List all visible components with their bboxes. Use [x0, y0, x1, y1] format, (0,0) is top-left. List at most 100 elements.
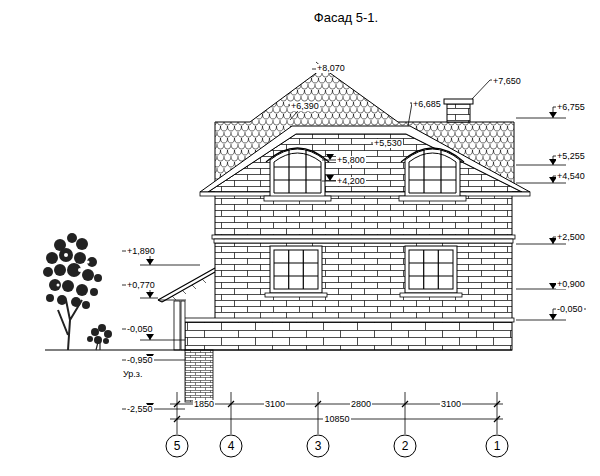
axis-marker: 1 — [485, 434, 509, 458]
chimney — [444, 99, 473, 122]
tree — [87, 257, 97, 267]
axis-number: 3 — [315, 440, 322, 452]
axis-marker: 5 — [165, 434, 189, 458]
level-value: +6,685 — [412, 100, 442, 109]
eave — [200, 192, 530, 196]
level-value: +5,255 — [556, 152, 586, 161]
plinth-band — [183, 318, 514, 322]
label-wrap: +0,900 — [556, 273, 586, 291]
tree — [67, 263, 81, 277]
tree — [49, 279, 61, 291]
window — [400, 246, 462, 297]
belt-course — [212, 235, 515, 243]
level-value: +6,390 — [290, 102, 320, 111]
porch — [158, 268, 215, 350]
label-wrap: +5,530 — [373, 132, 403, 150]
level-triangle — [326, 154, 334, 181]
level-mark — [516, 107, 586, 320]
level-triangle — [549, 314, 557, 320]
belt-course — [214, 239, 513, 243]
tree — [74, 252, 86, 264]
level-value: +5,800 — [336, 156, 366, 165]
tree — [58, 300, 82, 350]
level-mark — [122, 251, 200, 409]
porch — [172, 279, 206, 300]
tree — [57, 284, 60, 287]
label-wrap: 3100 — [440, 393, 462, 411]
level-triangle — [146, 259, 154, 265]
label-wrap: -2,550 — [126, 398, 154, 416]
tree — [78, 268, 82, 272]
level-value: +2,500 — [556, 233, 586, 242]
level-triangle — [326, 154, 334, 160]
level-value: -0,950 — [126, 356, 154, 365]
label-wrap: +4,540 — [556, 165, 586, 183]
label-wrap: +5,800 — [336, 149, 366, 167]
level-value: -0,050 — [556, 305, 584, 314]
label-wrap: +1,890 — [126, 240, 156, 258]
basement-stair — [185, 350, 213, 402]
axis-marker: 2 — [393, 434, 417, 458]
dimension-value: 2800 — [350, 400, 372, 409]
tree — [71, 297, 81, 307]
tree — [57, 295, 67, 305]
label-wrap: Ур.з. — [122, 363, 143, 381]
label-wrap: +6,685 — [412, 93, 442, 111]
level-value: +4,200 — [336, 177, 366, 186]
title-wrap: Фасад 5-1. — [314, 8, 378, 26]
level-triangle — [326, 175, 334, 181]
tree — [62, 280, 74, 292]
tree — [46, 294, 54, 302]
level-value: +5,530 — [373, 139, 403, 148]
axis-circle — [394, 435, 416, 457]
tree — [46, 252, 58, 264]
tree — [87, 261, 90, 264]
axis-number: 5 — [174, 440, 181, 452]
level-triangle — [549, 112, 557, 118]
level-mark — [288, 62, 522, 181]
ground-line — [45, 349, 512, 350]
level-value: +8,070 — [316, 64, 346, 73]
axis-circle — [486, 435, 508, 457]
level-value: +1,890 — [126, 247, 156, 256]
axis-marker: 3 — [306, 434, 330, 458]
axis-circle — [307, 435, 329, 457]
lower-wall — [215, 243, 512, 320]
porch — [158, 268, 215, 302]
tree — [94, 274, 102, 282]
arched-window — [264, 148, 331, 201]
label-wrap: +2,500 — [556, 226, 586, 244]
arched-window — [399, 148, 466, 201]
tree — [82, 301, 90, 309]
chimney — [444, 99, 473, 104]
level-value: +4,540 — [556, 172, 586, 181]
tree — [76, 284, 88, 296]
dimension-line — [170, 392, 503, 434]
label-wrap: 1850 — [193, 393, 215, 411]
tree — [90, 288, 98, 296]
label-wrap: +6,390 — [290, 95, 320, 113]
axis-number: 4 — [228, 440, 235, 452]
label-wrap: -0,950 — [126, 349, 154, 367]
axis-circle — [166, 435, 188, 457]
tree — [59, 248, 73, 262]
label-wrap: +8,070 — [316, 57, 346, 75]
dimension-value: 1850 — [193, 400, 215, 409]
shrub — [87, 336, 93, 342]
level-value: +6,755 — [556, 103, 586, 112]
upper-wall — [208, 134, 522, 243]
label-wrap: -0,050 — [556, 298, 584, 316]
tree — [54, 264, 66, 276]
shrub — [94, 336, 102, 344]
shrub — [87, 324, 112, 350]
shrub — [104, 330, 112, 338]
chimney — [447, 104, 470, 122]
axis-circle — [220, 435, 242, 457]
level-value: +0,900 — [556, 280, 586, 289]
porch — [181, 301, 185, 350]
label-wrap: +4,200 — [336, 170, 366, 188]
level-value: +0,770 — [126, 281, 156, 290]
shrub — [91, 328, 99, 336]
